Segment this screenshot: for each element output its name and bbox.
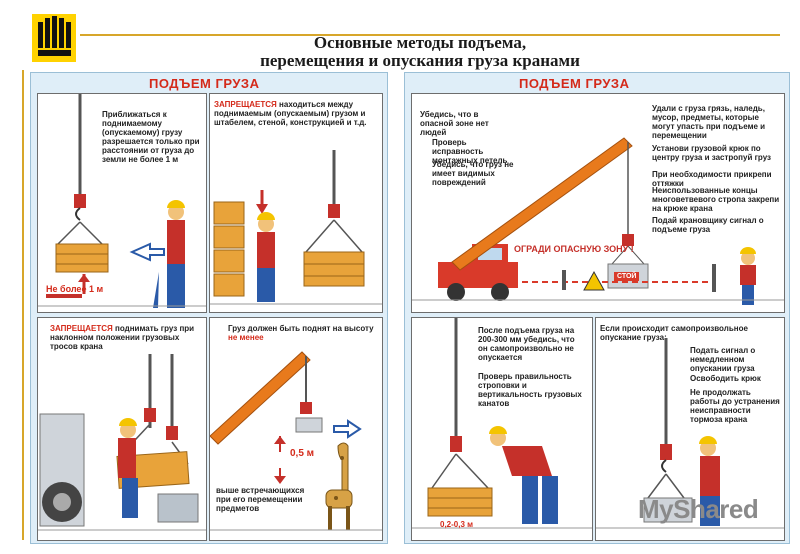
load-slip-illustration: [596, 338, 784, 529]
title-line-2: перемещения и опускания груза кранами: [260, 51, 580, 70]
panel3-text: ЗАПРЕЩАЕТСЯ поднимать груз при наклонном…: [50, 324, 200, 351]
load-slip-item-1: Подать сигнал о немедленном опускании гр…: [690, 346, 756, 373]
panel4-measure: 0,5 м: [290, 448, 315, 459]
side-rule: [22, 70, 24, 540]
panel1-text: Приближаться к поднимаемому (опускаемому…: [102, 110, 200, 164]
panel2-body: находиться между поднимаемым (опускаемым…: [214, 100, 367, 127]
panel-lift-height: Груз должен быть поднят на высоту не мен…: [209, 317, 383, 541]
panel-load-slip: Если происходит самопроизвольное опускан…: [595, 317, 785, 541]
safety-intro: Убедись, что в опасной зоне нет людей: [420, 110, 489, 137]
test-lift-text-1: После подъема груза на 200-300 мм убедис…: [478, 326, 575, 362]
fence-warning: ОГРАДИ ОПАСНУЮ ЗОНУ !: [514, 244, 634, 254]
title-line-1: Основные методы подъема,: [313, 33, 527, 52]
panel4-text: Груз должен быть поднят на высоту не мен…: [228, 324, 376, 342]
panel1-illustration: [38, 94, 206, 308]
panel3-prefix: ЗАПРЕЩАЕТСЯ: [50, 324, 113, 333]
load-slip-intro: Если происходит самопроизвольное опускан…: [600, 324, 748, 342]
safety-right-item-4: Неиспользованные концы многоветвевого ст…: [652, 186, 780, 213]
safety-right-item-1: Удали с груза грязь, наледь, мусор, пред…: [652, 104, 766, 140]
header-rule: [80, 34, 780, 36]
panel4-bottom-text: выше встречающихся при его перемещении п…: [216, 486, 305, 513]
panel2-illustration: [210, 150, 382, 305]
safety-right-item-5: Подай крановщику сигнал о подъеме груза: [652, 216, 764, 234]
page-title: Основные методы подъема, перемещения и о…: [160, 34, 680, 70]
panel-slanted-ropes: ЗАПРЕЩАЕТСЯ поднимать груз при наклонном…: [37, 317, 207, 541]
panel1-label: Не более 1 м: [46, 284, 104, 294]
test-lift-measure: 0,2-0,3 м: [440, 520, 474, 529]
left-poster-heading: ПОДЪЕМ ГРУЗА: [149, 76, 260, 91]
left-poster: ПОДЪЕМ ГРУЗА Приближаться к поднимаемому…: [30, 72, 388, 544]
panel-test-lift: После подъема груза на 200-300 мм убедис…: [411, 317, 593, 541]
test-lift-text-2: Проверь правильность строповки и вертика…: [478, 372, 582, 408]
safety-right-item-3: При необходимости прикрепи оттяжки: [652, 170, 772, 188]
test-lift-illustration: [412, 318, 592, 529]
company-logo: [32, 14, 76, 62]
right-poster: ПОДЪЕМ ГРУЗА Убедись, что в опасной зон: [404, 72, 790, 544]
safety-left-item-2: Убедись, что груз не имеет видимых повре…: [432, 160, 514, 187]
safety-right-item-2: Установи грузовой крюк по центру груза и…: [652, 144, 772, 162]
panel-approach-distance: Приближаться к поднимаемому (опускаемому…: [37, 93, 207, 313]
panel3-body: поднимать груз при наклонном положении г…: [50, 324, 195, 351]
panel3-illustration: [38, 354, 206, 531]
panel-stack-danger: ЗАПРЕЩАЕТСЯ находиться между поднимаемым…: [209, 93, 383, 313]
safety-left-item-1: Проверь исправность монтажных петель: [432, 138, 508, 165]
stop-sign-text: СТОЙ: [614, 272, 640, 281]
watermark-text: MyShared: [638, 494, 759, 524]
load-slip-item-2: Освободить крюк: [690, 374, 761, 383]
panel4-emphasis: не менее: [228, 333, 264, 342]
panel2-text: ЗАПРЕЩАЕТСЯ находиться между поднимаемым…: [214, 100, 376, 127]
panel4-illustration: [210, 351, 382, 531]
panel4-body: Груз должен быть поднят на высоту: [228, 324, 374, 333]
safety-checks-illustration: [412, 137, 784, 305]
right-poster-heading: ПОДЪЕМ ГРУЗА: [519, 76, 630, 91]
panel-safety-checks: Убедись, что в опасной зоне нет людей Пр…: [411, 93, 785, 313]
load-slip-item-3: Не продолжать работы до устранения неисп…: [690, 388, 780, 424]
panel2-prefix: ЗАПРЕЩАЕТСЯ: [214, 100, 277, 109]
